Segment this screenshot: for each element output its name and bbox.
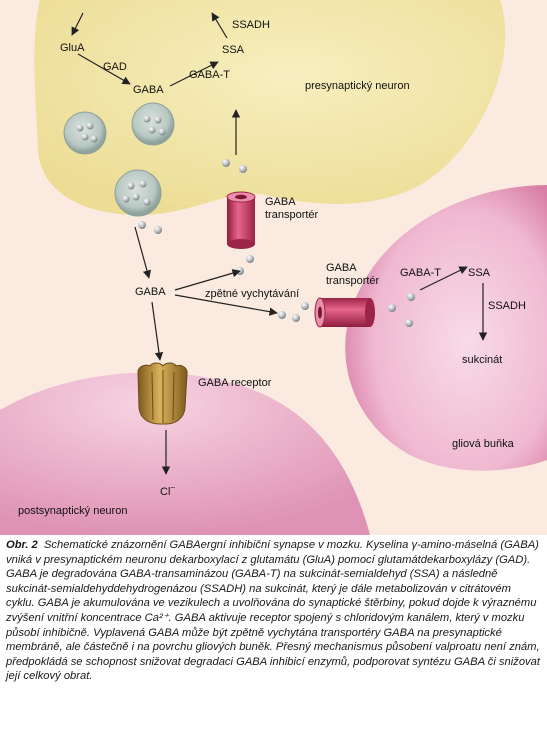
- glial-transporter-label: GABA: [326, 262, 357, 274]
- chloride-label: Cl−: [160, 483, 175, 498]
- presynaptic-gaba-transporter: [226, 191, 256, 249]
- presynaptic-neuron-label: presynaptický neuron: [305, 80, 410, 92]
- postsynaptic-neuron-label: postsynaptický neuron: [18, 505, 127, 517]
- gaba-molecule: [388, 304, 396, 312]
- postsynaptic-neuron: [0, 372, 370, 535]
- gaba-molecule: [407, 293, 415, 301]
- caption-text: Schematické znázornění GABAergní inhibič…: [6, 539, 540, 683]
- gaba-receptor-label: GABA receptor: [198, 377, 272, 389]
- presynaptic-transporter-label: GABA: [265, 196, 296, 208]
- glua-label: GluA: [60, 42, 85, 54]
- gaba-label-top: GABA: [133, 84, 164, 96]
- gaba-molecule: [301, 302, 309, 310]
- ssa-label-top: SSA: [222, 44, 245, 56]
- vesicle: [63, 111, 107, 155]
- gaba-label-cleft: GABA: [135, 286, 166, 298]
- presynaptic-transporter-label: transportér: [265, 209, 319, 221]
- figure-caption: Obr. 2 Schematické znázornění GABAergní …: [6, 538, 542, 684]
- glial-transporter-label: transportér: [326, 275, 380, 287]
- ssadh-label-top: SSADH: [232, 19, 270, 31]
- gaba-molecule: [138, 221, 146, 229]
- gaba-molecule: [239, 165, 247, 173]
- chloride-charge: −: [170, 483, 175, 492]
- vesicle: [131, 102, 175, 146]
- pathway-arrows: [71, 12, 488, 475]
- gaba-t-label-right: GABA-T: [400, 267, 441, 279]
- glial-cell: [345, 185, 547, 471]
- gaba-molecule: [292, 314, 300, 322]
- glial-cell-label: gliová buňka: [452, 438, 515, 450]
- gaba-t-label-top: GABA-T: [189, 69, 230, 81]
- presynaptic-neuron: [34, 0, 506, 215]
- gaba-synapse-diagram: GluA GAD GABA GABA-T SSA SSADH presynapt…: [0, 0, 547, 535]
- caption-label: Obr. 2: [6, 539, 38, 551]
- ssadh-label-right: SSADH: [488, 300, 526, 312]
- gaba-molecule: [405, 319, 413, 327]
- vesicle: [114, 169, 162, 217]
- gaba-molecule: [246, 255, 254, 263]
- ssa-label-right: SSA: [468, 267, 491, 279]
- gaba-molecule: [222, 159, 230, 167]
- gaba-molecule: [278, 311, 286, 319]
- reuptake-label: zpětné vychytávání: [205, 288, 299, 300]
- gad-label: GAD: [103, 61, 127, 73]
- succinate-label: sukcinát: [462, 354, 502, 366]
- gaba-molecule: [154, 226, 162, 234]
- glial-gaba-transporter: [314, 297, 375, 328]
- gaba-receptor: [137, 362, 188, 425]
